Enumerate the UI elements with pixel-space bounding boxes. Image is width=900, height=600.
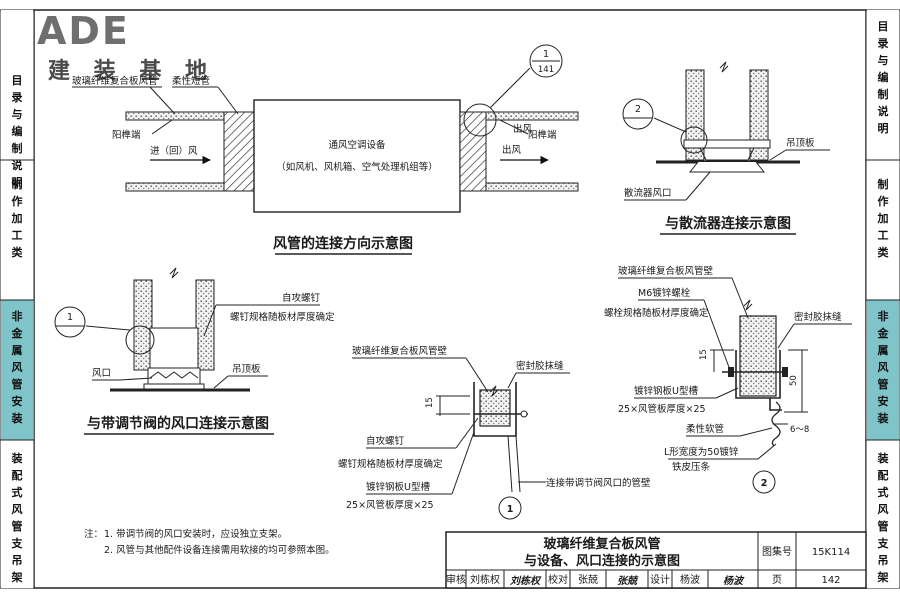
right-tab-bg-nonmetal [867,300,899,440]
right-tab-bg-fabrication [867,160,899,300]
right-tab-bg-assembly [867,440,899,588]
logo-subtitle-text: 建 装 基 地 [48,59,215,84]
check-name: 张兢 [578,574,598,586]
title-line-1: 玻璃纤维复合板风管 [543,536,660,552]
diagram-damper-outlet: 1 自攻螺钉 螺钉规格随板材厚度确定 风口 吊顶板 与带调节阀的风口连接示意图 [54,267,335,435]
equipment-examples: （如风机、风机箱、空气处理机组等） [276,161,438,173]
label-d2-strip: L形宽度为50镀锌 [664,446,739,458]
label-damper-outlet: 风口 [92,368,111,379]
atlas-number-label: 图集号 [762,545,792,558]
label-outlet-visible: 出风 [502,144,522,156]
atlas-number-value: 15K114 [812,547,850,558]
left-tab-bg-fabrication [1,160,33,300]
label-d2-bolt-spec: 螺栓规格随板材厚度确定 [604,307,709,319]
detail-1-number: 1 [507,504,514,515]
equipment-name: 通风空调设备 [328,139,386,151]
label-d2-flex: 柔性软管 [686,423,724,435]
label-flexible-connector: 柔性短管 [172,75,210,87]
caption-diffuser: 与散流器连接示意图 [665,215,791,232]
bade-logo: BADE 建 装 基 地 [6,9,215,84]
left-flexible-connector [223,111,255,192]
dim-d2-6-8: 6～8 [790,425,809,435]
notes-line-1: 1. 带调节阀的风口安装时，应设独立支架。 [104,528,287,540]
label-damper-ceiling: 吊顶板 [232,363,261,375]
label-damper-screw-spec: 螺钉规格随板材厚度确定 [230,311,335,323]
left-tab-bg-assembly [1,440,33,588]
design-name: 杨波 [680,573,700,586]
label-d2-duct-wall: 玻璃纤维复合板风管壁 [618,265,714,277]
detail-1: 玻璃纤维复合板风管壁 密封胶抹缝 15 自攻螺钉 螺钉规格随板材厚度确定 镀锌钢… [338,345,651,520]
callout-top-page: 141 [538,65,554,75]
notes-line-2: 2. 风管与其他配件设备连接需用软接的均可参照本图。 [104,544,335,556]
left-side-tabs: 目录与编制说明 制作加工类 非金属风管安装 装配式风管支吊架 [0,9,35,589]
right-tab-bg-catalog [867,10,899,160]
label-outlet: 出风 [513,123,533,135]
label-d2-strip-2: 铁皮压条 [672,461,711,473]
dim-d1-15: 15 [425,397,435,408]
title-line-2: 与设备、风口连接的示意图 [524,553,680,569]
detail-2-number: 2 [761,478,768,489]
diagram-diffuser: 2 吊顶板 散流器风口 与散流器连接示意图 [622,61,830,235]
caption-damper-outlet: 与带调节阀的风口连接示意图 [87,415,269,432]
label-diffuser-outlet: 散流器风口 [624,187,672,199]
detail-2: 玻璃纤维复合板风管壁 M6镀锌螺栓 螺栓规格随板材厚度确定 密封胶抹缝 15 镀… [604,265,852,494]
left-tab-nonmetal[interactable]: 非金属风管安装 [11,309,24,425]
right-side-tabs: 目录与编制说明 制作加工类 非金属风管安装 装配式风管支吊架 [865,9,900,589]
right-tab-catalog[interactable]: 目录与编制说明 [878,20,889,135]
title-block: 玻璃纤维复合板风管 与设备、风口连接的示意图 图集号 15K114 审核 刘栋权… [445,531,867,589]
label-d2-sealant: 密封胶抹缝 [794,311,842,323]
page-label: 页 [772,574,782,586]
review-signature: 刘栋权 [510,575,542,587]
page-number: 142 [821,575,840,586]
label-d2-channel: 镀锌钢板U型槽 [634,385,698,397]
left-tab-bg-nonmetal [1,300,33,440]
label-d1-sealant: 密封胶抹缝 [516,360,564,372]
equipment-box [253,99,461,213]
label-d1-channel: 镀锌钢板U型槽 [366,481,430,493]
left-tab-bg-catalog [1,10,33,160]
label-duct-top: 玻璃纤维复合板风管 [72,75,158,87]
notes: 注： 1. 带调节阀的风口安装时，应设独立支架。 2. 风管与其他配件设备连接需… [84,528,335,556]
label-d2-bolt: M6镀锌螺栓 [638,287,691,299]
label-damper-screw: 自攻螺钉 [282,292,321,304]
caption-connection-direction: 风管的连接方向示意图 [273,235,413,252]
left-tab-fabrication[interactable]: 制作加工类 [11,177,24,259]
label-d1-neck: 连接带调节阀风口的管壁 [546,477,651,489]
callout-damper-number: 1 [67,312,73,323]
right-tab-fabrication[interactable]: 制作加工类 [877,177,890,259]
right-tab-nonmetal[interactable]: 非金属风管安装 [877,309,890,425]
label-d1-duct-wall: 玻璃纤维复合板风管壁 [352,345,448,357]
check-label: 校对 [548,573,568,586]
diagram-connection-direction: 通风空调设备 （如风机、风机箱、空气处理机组等） 玻璃纤维复合板风管 柔性短管 … [72,44,579,255]
review-name: 刘栋权 [470,573,500,586]
dim-d2-50: 50 [789,375,799,386]
review-label: 审核 [446,573,466,586]
left-tab-assembly[interactable]: 装配式风管支吊架 [11,451,24,584]
callout-top-number: 1 [543,49,549,60]
label-inlet: 进（回）风 [150,145,198,157]
left-tab-catalog[interactable]: 目录与编制说明 [12,74,23,189]
design-label: 设计 [650,573,670,586]
check-signature: 张兢 [617,575,639,587]
dim-d2-15: 15 [699,349,709,360]
design-signature: 杨波 [723,575,745,587]
right-flexible-connector [459,111,487,192]
label-d1-channel-spec: 25×风管板厚度×25 [346,499,434,511]
notes-prefix: 注： [84,528,103,540]
callout-diffuser-number: 2 [635,104,641,115]
right-tab-assembly[interactable]: 装配式风管支吊架 [877,451,890,584]
label-d1-screw-spec: 螺钉规格随板材厚度确定 [338,458,443,470]
label-male-end-left: 阳榫端 [112,129,141,141]
label-d2-channel-spec: 25×风管板厚度×25 [618,403,706,415]
label-d1-screw: 自攻螺钉 [366,435,405,447]
label-male-end-right: 阳榫端 [528,129,557,141]
label-diffuser-ceiling: 吊顶板 [786,137,815,149]
